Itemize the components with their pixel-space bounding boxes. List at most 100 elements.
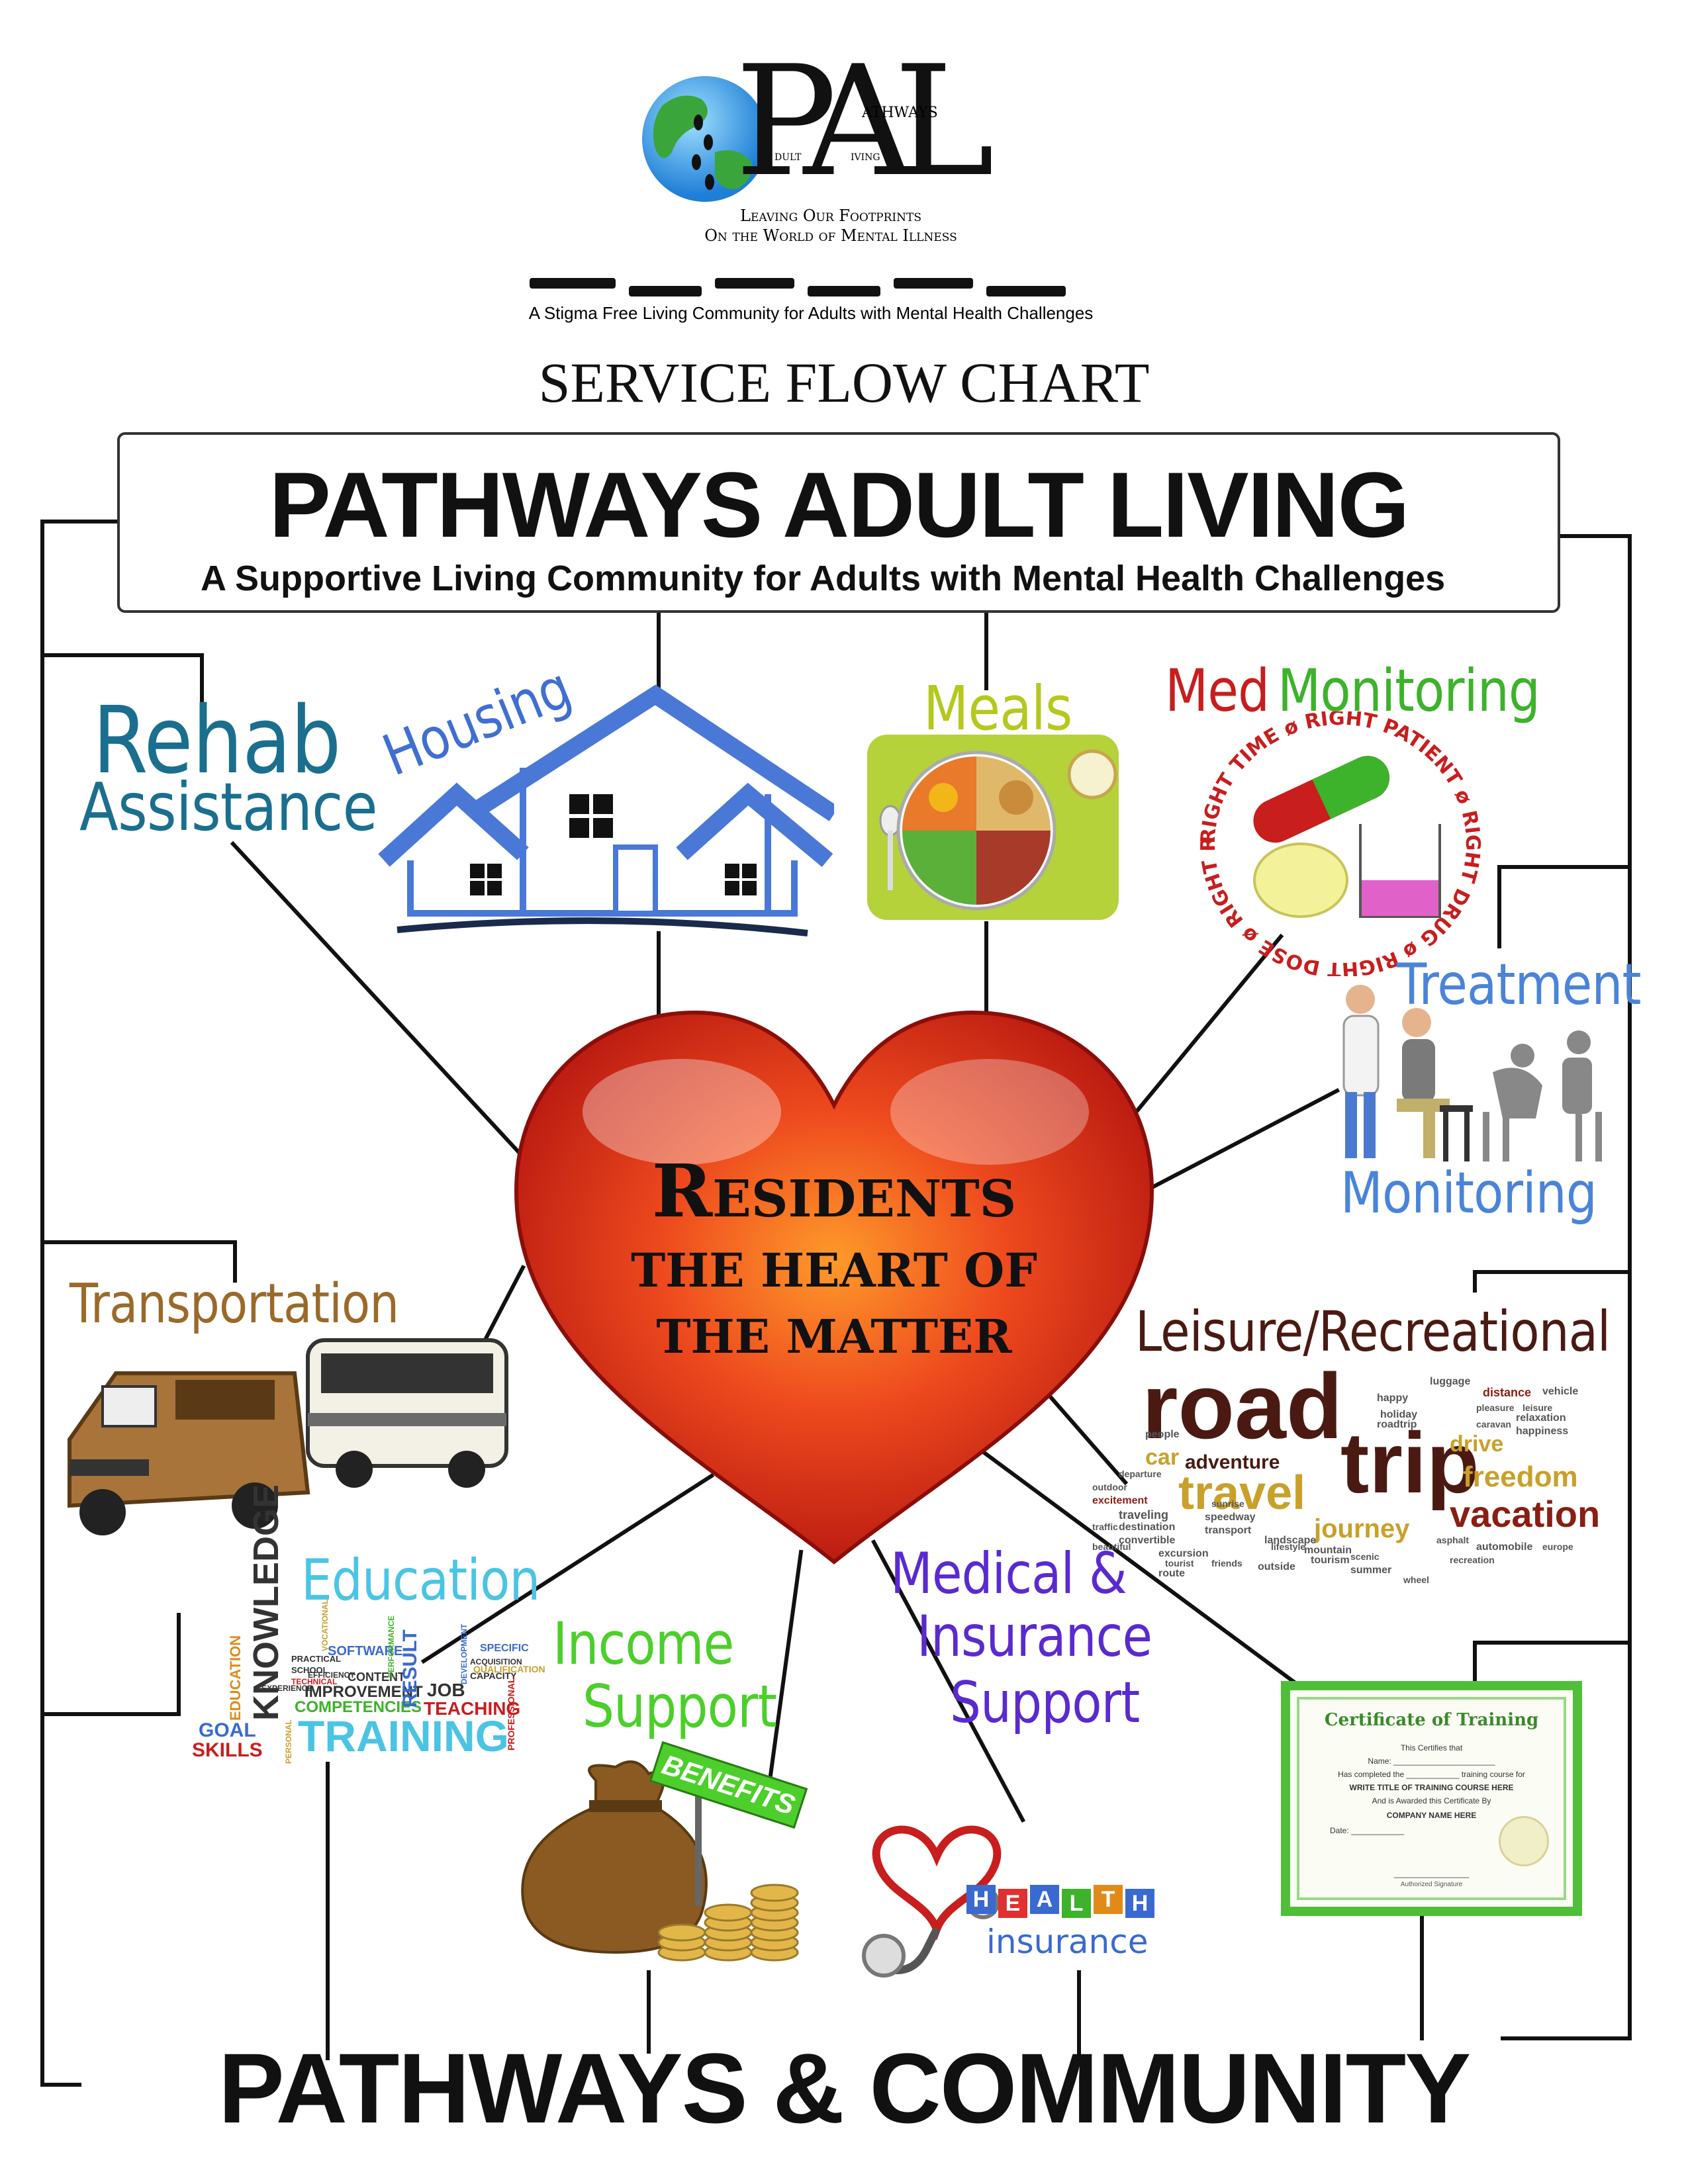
cloud-word: caravan (1476, 1419, 1511, 1430)
right-branch-treatment (1497, 865, 1632, 948)
transportation-label: Transportation (70, 1273, 399, 1336)
cloud-word: vehicle (1542, 1386, 1579, 1397)
cloud-word: PROFESSIONAL (506, 1677, 516, 1751)
logo-motto-line2: On the World of Mental Illness (704, 226, 957, 245)
cloud-word: VOCATIONAL (320, 1599, 330, 1651)
cloud-word: route (1158, 1568, 1185, 1579)
cloud-word: sunrise (1211, 1498, 1244, 1509)
income-label-line1: Income (553, 1610, 734, 1678)
logo-letters: PAL (735, 34, 995, 210)
cloud-word: TECHNICAL (291, 1677, 338, 1686)
house-icon (378, 684, 834, 936)
globe-footprints-icon (642, 76, 768, 202)
medical-label-line2: Insurance (917, 1604, 1152, 1670)
cloud-word: TRAINING (298, 1711, 509, 1760)
cloud-word: JOB (427, 1680, 465, 1700)
heart-line1: Residents (651, 1148, 1017, 1234)
cloud-word: freedom (1463, 1461, 1578, 1493)
certificate-line: COMPANY NAME HERE (1386, 1811, 1477, 1820)
leisure-word-cloud: road trip travel freedom vacation advent… (1079, 1360, 1602, 1588)
cloud-word: wheel (1403, 1574, 1429, 1585)
cloud-word: destination (1119, 1522, 1176, 1533)
logo-footprint-bars (530, 278, 1072, 298)
cloud-word: EDUCATION (227, 1635, 244, 1721)
cloud-word: convertible (1119, 1535, 1176, 1546)
meal-plate-icon (867, 735, 1119, 920)
cloud-word: tourist (1165, 1558, 1194, 1569)
health-cube: E (998, 1889, 1027, 1918)
footer-title: PATHWAYS & COMMUNITY (218, 2032, 1472, 2144)
cloud-word: distance (1483, 1386, 1532, 1399)
cloud-word: PERFORMANCE (387, 1615, 396, 1678)
cloud-word: car (1145, 1445, 1180, 1470)
income-label-line2: Support (583, 1672, 777, 1741)
cloud-word: PRACTICAL (291, 1654, 342, 1664)
cloud-word: journey (1314, 1514, 1410, 1543)
logo: PAL ATHWAYS DULT IVING Leaving Our Footp… (622, 46, 995, 265)
cloud-word: summer (1350, 1565, 1392, 1576)
cloud-word: europe (1542, 1541, 1573, 1552)
certificate-seal (1499, 1816, 1549, 1866)
medical-label-line3: Support (950, 1670, 1140, 1736)
certificate-line: Has completed the ____________ training … (1338, 1770, 1525, 1779)
medical-label-line1: Medical & (890, 1541, 1127, 1607)
cloud-word: PERSONAL (284, 1719, 293, 1764)
title-box-title: PATHWAYS ADULT LIVING (269, 453, 1410, 557)
cloud-word: ACQUISITION (470, 1657, 522, 1666)
treatment-label-line1: Treatment (1397, 952, 1641, 1018)
cloud-word: speedway (1205, 1512, 1256, 1523)
spoke-education (420, 1473, 715, 1664)
cloud-word: drive (1450, 1432, 1504, 1457)
cloud-word: tourism (1311, 1555, 1350, 1566)
cloud-word: automobile (1476, 1541, 1533, 1553)
cloud-word: SCHOOL (291, 1665, 328, 1675)
cloud-word: happiness (1516, 1426, 1569, 1437)
cloud-word: beautiful (1092, 1541, 1131, 1552)
cloud-word: travel (1178, 1467, 1306, 1520)
left-frame-line (40, 520, 119, 2087)
cloud-word: pleasure (1476, 1402, 1515, 1413)
education-word-cloud: KNOWLEDGE EDUCATION GOAL SKILLS TRAINING… (189, 1484, 545, 1764)
doctor-patient-icon (1342, 985, 1602, 1161)
cloud-word: trip (1340, 1414, 1479, 1511)
left-branch-rehab (40, 653, 204, 704)
cloud-word: outside (1258, 1561, 1295, 1572)
spoke-income (767, 1549, 804, 1783)
certificate-line: Date: ____________ (1330, 1826, 1405, 1835)
spoke-medical (870, 1539, 1026, 1823)
right-frame-line (1501, 534, 1632, 2040)
cloud-word: TEACHING (424, 1698, 521, 1719)
right-branch-cert (1473, 1641, 1632, 1683)
spoke-rehab (230, 841, 528, 1161)
heart-icon (514, 1010, 1154, 1565)
cloud-word: transport (1205, 1525, 1252, 1536)
health-cube: A (1030, 1885, 1059, 1914)
cloud-word: leisure (1523, 1402, 1553, 1413)
cloud-word: DEVELOPMENT (459, 1623, 469, 1684)
cloud-word: luggage (1430, 1376, 1471, 1387)
stethoscope-heart-icon (862, 1825, 1002, 1978)
cloud-word: lifestyle (1271, 1541, 1306, 1552)
cloud-word: traveling (1119, 1508, 1169, 1522)
cloud-word: EXPERIENCE (261, 1684, 313, 1693)
right-branch-leisure (1473, 1270, 1632, 1293)
van-bus-icon (68, 1338, 508, 1535)
cloud-word: roadtrip (1377, 1419, 1417, 1430)
leisure-label: Leisure/Recreational (1135, 1299, 1611, 1364)
insurance-word: insurance (986, 1923, 1149, 1961)
cloud-word: EFFICIENCY (308, 1670, 355, 1680)
cloud-word: happy (1377, 1392, 1409, 1404)
cloud-word: recreation (1450, 1555, 1495, 1565)
heart-line2: THE HEART OF (631, 1243, 1037, 1298)
cloud-word: adventure (1185, 1451, 1280, 1473)
cloud-word: relaxation (1516, 1412, 1566, 1424)
certificate-line: Name: _______________________ (1368, 1756, 1495, 1766)
rehab-label-line2: Assistance (79, 768, 378, 846)
treatment-label-line2: Monitoring (1340, 1160, 1597, 1226)
med-label-word1: Med (1165, 657, 1270, 725)
cloud-word: IMPROVEMENT (305, 1683, 423, 1701)
heart-line3: THE MATTER (656, 1309, 1012, 1364)
logo-motto-line1: Leaving Our Footprints (740, 206, 921, 225)
logo-word-athways: ATHWAYS (862, 105, 938, 121)
certificate-line: And is Awarded this Certificate By (1372, 1796, 1491, 1805)
